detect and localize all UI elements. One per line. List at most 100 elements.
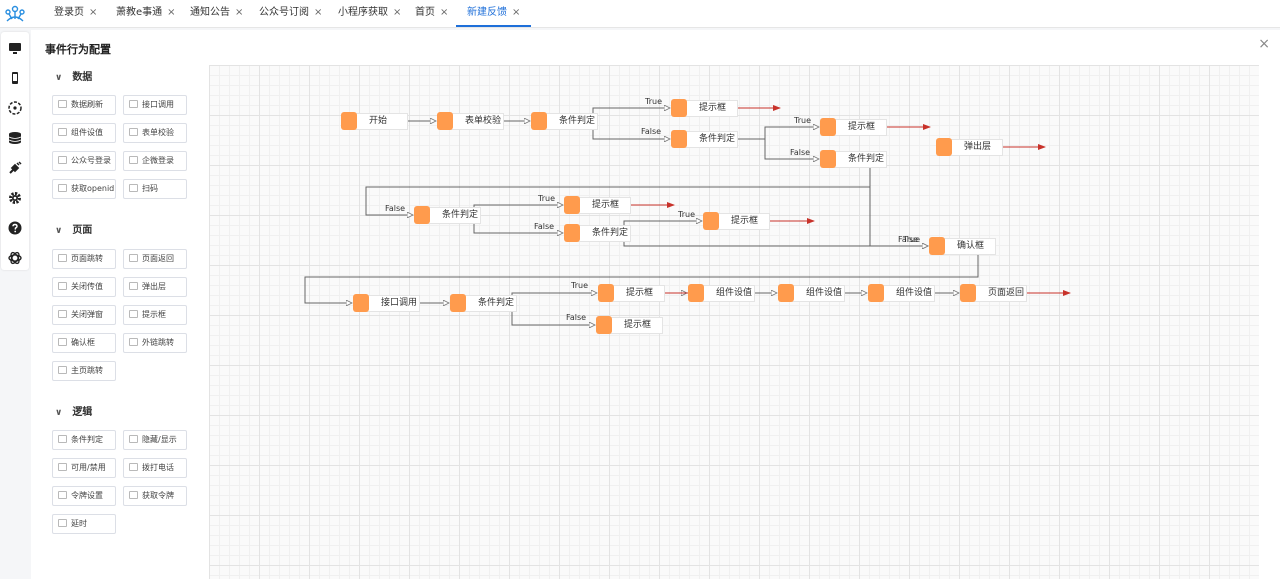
- flow-node[interactable]: 提示框: [564, 196, 631, 214]
- action-button[interactable]: 弹出层: [123, 277, 187, 297]
- flow-node[interactable]: 提示框: [598, 284, 665, 302]
- action-button[interactable]: 组件设值: [52, 123, 116, 143]
- action-label: 企微登录: [142, 156, 174, 165]
- action-button[interactable]: 页面返回: [123, 249, 187, 269]
- app-logo-icon[interactable]: [4, 3, 26, 25]
- plug-icon[interactable]: [7, 160, 23, 176]
- flow-node[interactable]: 组件设值: [688, 284, 755, 302]
- action-button[interactable]: 隐藏/显示: [123, 430, 187, 450]
- action-icon: [58, 366, 67, 374]
- action-icon: [129, 463, 138, 471]
- tab-close-icon[interactable]: ×: [512, 7, 521, 18]
- action-icon: [129, 310, 138, 318]
- flow-node[interactable]: 弹出层: [936, 138, 1003, 156]
- flow-node[interactable]: 条件判定: [671, 130, 738, 148]
- action-button[interactable]: 关闭传值: [52, 277, 116, 297]
- node-label: 提示框: [731, 216, 759, 226]
- action-button[interactable]: 令牌设置: [52, 486, 116, 506]
- node-handle-icon: [598, 284, 614, 302]
- action-button[interactable]: 获取令牌: [123, 486, 187, 506]
- action-button[interactable]: 外链跳转: [123, 333, 187, 353]
- close-icon[interactable]: ×: [1258, 36, 1270, 52]
- tab-close-icon[interactable]: ×: [314, 7, 323, 18]
- mobile-icon[interactable]: [7, 70, 23, 86]
- section-header-logic[interactable]: ∨逻辑: [55, 403, 92, 418]
- tab-item[interactable]: 首页×: [415, 0, 448, 26]
- flow-node[interactable]: 条件判定: [820, 150, 887, 168]
- action-button[interactable]: 关闭弹窗: [52, 305, 116, 325]
- section-header-page[interactable]: ∨页面: [55, 221, 92, 236]
- action-button[interactable]: 拨打电话: [123, 458, 187, 478]
- action-button[interactable]: 页面跳转: [52, 249, 116, 269]
- flow-node[interactable]: 提示框: [671, 99, 738, 117]
- flow-node[interactable]: 提示框: [596, 316, 663, 334]
- action-icon: [129, 156, 138, 164]
- node-handle-icon: [960, 284, 976, 302]
- tab-label: 小程序获取: [338, 7, 388, 18]
- flow-node[interactable]: 提示框: [703, 212, 770, 230]
- flow-node[interactable]: 条件判定: [531, 112, 598, 130]
- chevron-down-icon: ∨: [55, 226, 63, 236]
- action-button[interactable]: 企微登录: [123, 151, 187, 171]
- action-button[interactable]: 公众号登录: [52, 151, 116, 171]
- tab-item-active[interactable]: 新建反馈×: [456, 0, 532, 27]
- action-label: 令牌设置: [71, 491, 103, 500]
- tab-close-icon[interactable]: ×: [89, 7, 98, 18]
- database-icon[interactable]: [7, 130, 23, 146]
- tab-item[interactable]: 小程序获取 ×: [338, 0, 401, 26]
- monitor-icon[interactable]: [7, 40, 23, 56]
- edge-label: False: [641, 127, 662, 136]
- action-label: 提示框: [142, 310, 166, 319]
- node-handle-icon: [564, 224, 580, 242]
- action-button[interactable]: 可用/禁用: [52, 458, 116, 478]
- node-handle-icon: [868, 284, 884, 302]
- tab-item[interactable]: 萧教e事通×: [116, 0, 176, 26]
- action-label: 页面跳转: [71, 254, 103, 263]
- action-button[interactable]: 确认框: [52, 333, 116, 353]
- action-button[interactable]: 扫码: [123, 179, 187, 199]
- tab-close-icon[interactable]: ×: [440, 7, 449, 18]
- node-label: 提示框: [626, 288, 654, 298]
- action-button[interactable]: 条件判定: [52, 430, 116, 450]
- node-label: 组件设值: [806, 288, 843, 298]
- action-label: 页面返回: [142, 254, 174, 263]
- flow-node[interactable]: 组件设值: [778, 284, 845, 302]
- action-button[interactable]: 获取openid: [52, 179, 116, 199]
- node-label: 接口调用: [381, 298, 418, 308]
- action-icon: [129, 184, 138, 192]
- gear-icon[interactable]: [7, 190, 23, 206]
- edge-label: False: [385, 204, 406, 213]
- flow-node[interactable]: 页面返回: [960, 284, 1027, 302]
- tab-item[interactable]: 通知公告 ×: [190, 0, 243, 26]
- openai-icon[interactable]: [7, 250, 23, 266]
- action-icon: [58, 128, 67, 136]
- action-button[interactable]: 表单校验: [123, 123, 187, 143]
- help-icon[interactable]: [7, 220, 23, 236]
- tab-item[interactable]: 登录页×: [54, 0, 97, 26]
- flow-node[interactable]: 组件设值: [868, 284, 935, 302]
- tab-item[interactable]: 公众号订阅×: [259, 0, 322, 26]
- flow-node[interactable]: 条件判定: [450, 294, 517, 312]
- flow-node[interactable]: 开始: [341, 112, 408, 130]
- flow-canvas[interactable]: True False True False False True False T…: [209, 65, 1259, 579]
- flow-node[interactable]: 接口调用: [353, 294, 420, 312]
- flow-node[interactable]: 表单校验: [437, 112, 504, 130]
- action-button[interactable]: 数据刷新: [52, 95, 116, 115]
- flow-node[interactable]: 提示框: [820, 118, 887, 136]
- action-button[interactable]: 延时: [52, 514, 116, 534]
- node-label: 页面返回: [988, 288, 1025, 298]
- flow-node[interactable]: 条件判定: [414, 206, 481, 224]
- tab-close-icon[interactable]: ×: [167, 7, 176, 18]
- action-button[interactable]: 提示框: [123, 305, 187, 325]
- node-label: 确认框: [957, 241, 985, 251]
- action-button[interactable]: 接口调用: [123, 95, 187, 115]
- dashboard-icon[interactable]: [7, 100, 23, 116]
- tab-close-icon[interactable]: ×: [235, 7, 244, 18]
- tab-label: 通知公告: [190, 7, 230, 18]
- tab-close-icon[interactable]: ×: [393, 7, 402, 18]
- section-header-data[interactable]: ∨数据: [55, 68, 92, 83]
- left-icon-rail: [1, 32, 29, 270]
- flow-node[interactable]: 条件判定: [564, 224, 631, 242]
- action-button[interactable]: 主页跳转: [52, 361, 116, 381]
- flow-node[interactable]: 确认框: [929, 237, 996, 255]
